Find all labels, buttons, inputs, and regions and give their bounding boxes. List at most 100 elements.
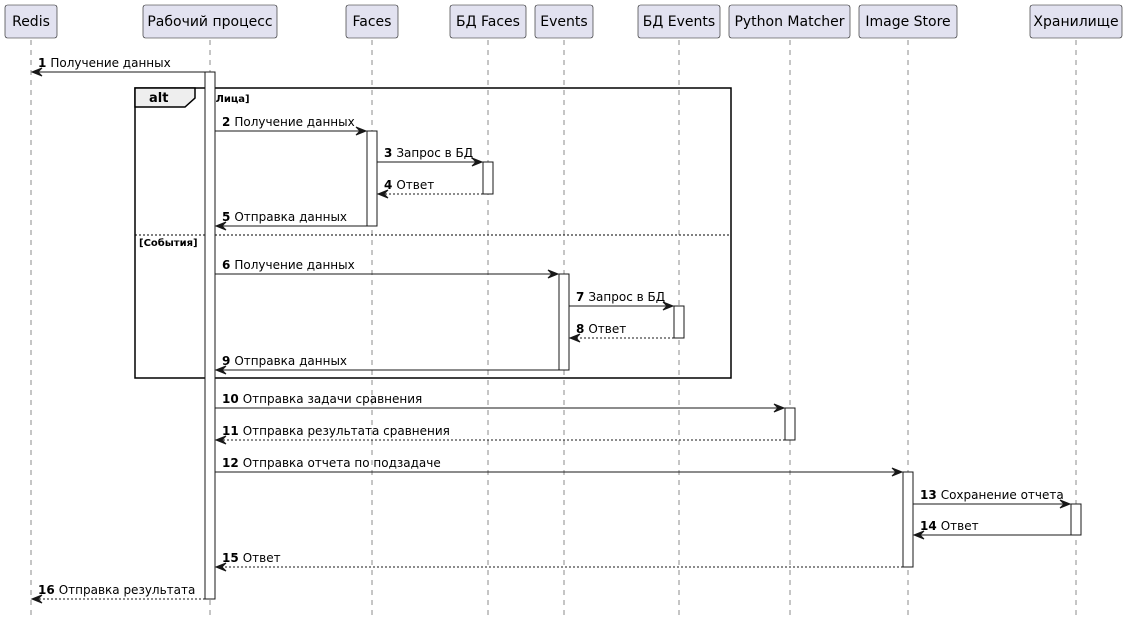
alt-label: alt [149, 91, 168, 106]
message-number: 12 [222, 456, 239, 470]
message-text: Отправка данных [234, 210, 347, 224]
message-9[interactable]: 9 Отправка данных [214, 354, 559, 375]
message-text: Запрос в БД [396, 146, 473, 160]
message-text: Отправка отчета по подзадаче [243, 456, 441, 470]
participant-storage[interactable]: Хранилище [1029, 4, 1123, 39]
alt-tab [134, 87, 196, 108]
message-text: Получение данных [234, 115, 354, 129]
message-number: 9 [222, 354, 230, 368]
arrow-head [891, 467, 904, 477]
arrow-head [773, 403, 786, 413]
arrow-head [214, 365, 227, 375]
message-text: Получение данных [50, 56, 170, 70]
message-text: Отправка задачи сравнения [243, 392, 423, 406]
activations [204, 71, 1082, 600]
participant-image_store[interactable]: Image Store [858, 4, 958, 39]
message-text: Получение данных [234, 258, 354, 272]
arrow-head [662, 301, 675, 311]
participant-workflow[interactable]: Рабочий процесс [142, 4, 278, 39]
participant-label: Redis [12, 14, 50, 30]
arrow-head [30, 67, 43, 77]
arrow-head [547, 269, 560, 279]
arrow-head [376, 189, 389, 199]
participant-label: Events [540, 14, 587, 30]
participant-events[interactable]: Events [534, 4, 594, 39]
message-number: 6 [222, 258, 230, 272]
message-text: Ответ [588, 322, 626, 336]
activation-events_db [673, 305, 685, 339]
message-1[interactable]: 1 Получение данных [30, 56, 205, 77]
participant-label: Faces [353, 14, 392, 30]
arrow-head [1059, 499, 1072, 509]
participant-box [637, 4, 721, 39]
message-number: 1 [38, 56, 46, 70]
message-number: 3 [384, 146, 392, 160]
message-number: 4 [384, 178, 392, 192]
message-label: 4 Ответ [384, 178, 434, 192]
message-number: 7 [576, 290, 584, 304]
arrow-head [214, 562, 227, 572]
activation-faces [366, 130, 378, 227]
arrow-head [214, 435, 227, 445]
arrow-head [214, 221, 227, 231]
participant-label: Рабочий процесс [147, 14, 272, 30]
participants: Redis Рабочий процесс Faces БД Faces Events Б… [4, 4, 1123, 39]
message-label: 3 Запрос в БД [384, 146, 473, 160]
alt-fragment: alt[Лица][События] [134, 87, 732, 379]
activation-events [558, 273, 570, 371]
participant-label: Python Matcher [734, 14, 844, 30]
participant-box [534, 4, 594, 39]
message-8[interactable]: 8 Ответ [568, 322, 674, 343]
message-text: Ответ [243, 551, 281, 565]
activation-workflow [204, 71, 216, 600]
participant-box [142, 4, 278, 39]
alt-frame [134, 87, 732, 379]
arrow-head [912, 530, 925, 540]
message-text: Ответ [396, 178, 434, 192]
participant-label: Хранилище [1033, 14, 1118, 30]
message-text: Отправка данных [234, 354, 347, 368]
participant-events_db[interactable]: БД Events [637, 4, 721, 39]
message-3[interactable]: 3 Запрос в БД [377, 146, 484, 167]
activation-matcher [784, 407, 796, 441]
message-12[interactable]: 12 Отправка отчета по подзадаче [215, 456, 904, 477]
participant-faces_db[interactable]: БД Faces [449, 4, 527, 39]
participant-redis[interactable]: Redis [4, 4, 58, 39]
participant-box [4, 4, 58, 39]
participant-box [449, 4, 527, 39]
participant-box [345, 4, 399, 39]
message-number: 8 [576, 322, 584, 336]
message-6[interactable]: 6 Получение данных [215, 258, 560, 279]
arrow-head [30, 594, 43, 604]
message-label: 6 Получение данных [222, 258, 355, 272]
participant-faces[interactable]: Faces [345, 4, 399, 39]
message-label: 12 Отправка отчета по подзадаче [222, 456, 441, 470]
participant-matcher[interactable]: Python Matcher [728, 4, 851, 39]
message-number: 11 [222, 424, 239, 438]
message-label: 9 Отправка данных [222, 354, 347, 368]
message-4[interactable]: 4 Ответ [376, 178, 483, 199]
activation-storage [1070, 503, 1082, 536]
message-number: 13 [920, 488, 937, 502]
participant-label: БД Faces [456, 14, 520, 30]
alt-condition-2: [События] [139, 237, 198, 249]
participant-box [728, 4, 851, 39]
